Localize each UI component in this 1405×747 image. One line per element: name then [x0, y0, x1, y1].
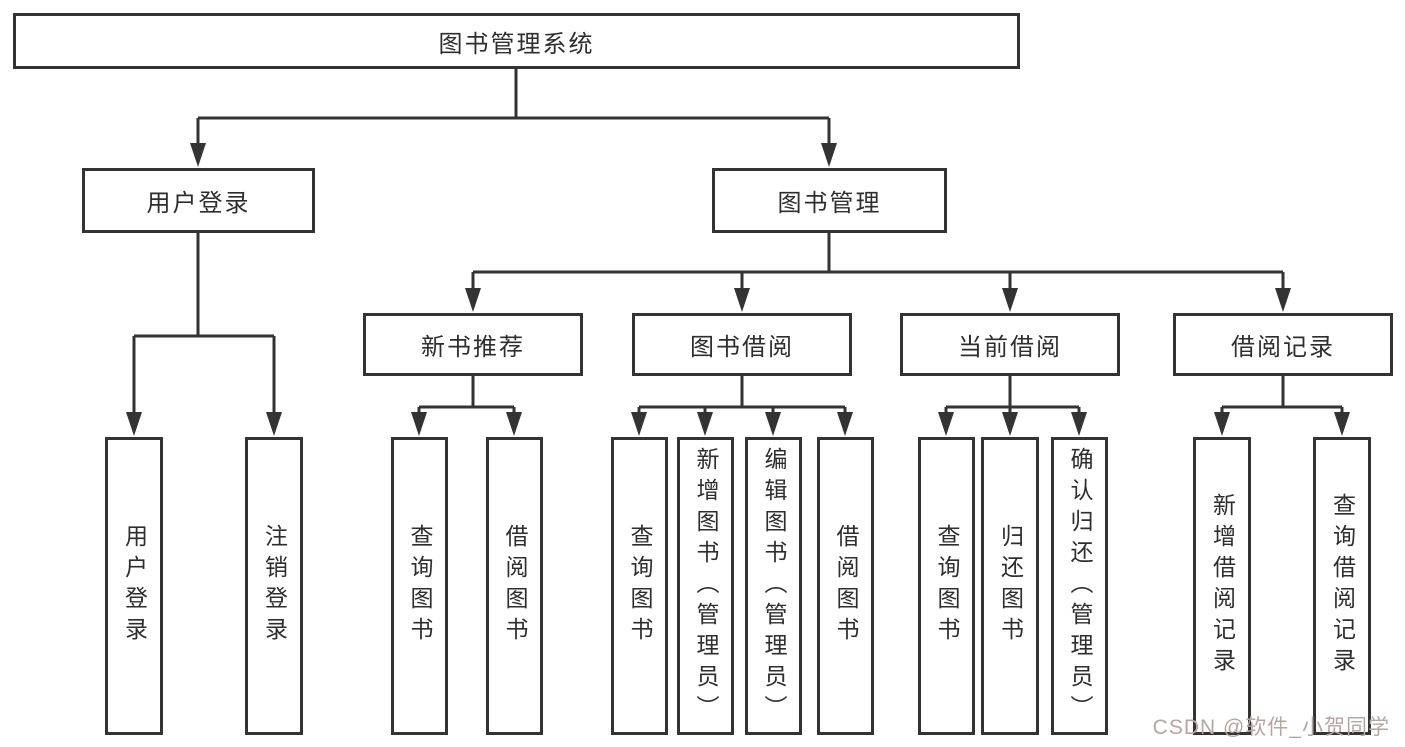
node-label: 图书管理: [777, 190, 882, 217]
node-label: 确认归还（管理员）: [1067, 446, 1093, 726]
node-label: 编辑图书（管理员）: [761, 446, 787, 726]
node-label: 查询图书: [407, 524, 433, 648]
node-leaf-borrow-books-recommend: 借阅图书: [486, 437, 543, 735]
node-label: 当前借阅: [958, 334, 1062, 361]
node-leaf-edit-book-admin: 编辑图书（管理员）: [745, 437, 802, 735]
node-label: 查询图书: [934, 524, 960, 648]
arrowheads: [126, 143, 1350, 436]
node-leaf-return-book: 归还图书: [981, 437, 1039, 735]
node-user-login: 用户登录: [82, 168, 315, 233]
node-label: 查询图书: [627, 524, 653, 648]
csdn-watermark: CSDN @软件_小贺同学: [1152, 716, 1390, 739]
node-label: 新增图书（管理员）: [693, 446, 719, 726]
node-label: 注销登录: [261, 524, 288, 648]
node-leaf-query-books-recommend: 查询图书: [391, 437, 448, 735]
node-label: 用户登录: [121, 524, 148, 648]
node-leaf-borrow-books-borrowing: 借阅图书: [817, 437, 874, 735]
node-label: 图书借阅: [690, 334, 794, 361]
node-current-borrowing: 当前借阅: [900, 313, 1120, 376]
node-leaf-add-borrow-record: 新增借阅记录: [1193, 437, 1251, 735]
node-book-management: 图书管理: [712, 168, 947, 233]
node-leaf-add-book-admin: 新增图书（管理员）: [677, 437, 734, 735]
node-label: 新书推荐: [421, 334, 525, 361]
node-label: 借阅图书: [502, 524, 528, 648]
node-leaf-query-books-current: 查询图书: [918, 437, 975, 735]
node-label: 用户登录: [146, 190, 251, 217]
node-new-book-recommendation: 新书推荐: [363, 313, 583, 376]
node-leaf-confirm-return-admin: 确认归还（管理员）: [1051, 437, 1108, 735]
node-label: 借阅记录: [1231, 334, 1335, 361]
node-label: 新增借阅记录: [1209, 493, 1236, 679]
node-label: 查询借阅记录: [1329, 493, 1356, 679]
node-borrowing-records: 借阅记录: [1173, 313, 1393, 376]
node-label: 归还图书: [997, 524, 1024, 648]
node-label: 借阅图书: [833, 524, 859, 648]
node-label: 图书管理系统: [438, 30, 595, 58]
node-book-borrowing: 图书借阅: [632, 313, 852, 376]
node-library-management-system: 图书管理系统: [13, 13, 1020, 69]
node-leaf-user-login: 用户登录: [105, 437, 163, 735]
connector-paths: [132, 69, 1344, 414]
node-leaf-logout: 注销登录: [245, 437, 303, 735]
node-leaf-query-borrow-record: 查询借阅记录: [1313, 437, 1371, 735]
node-leaf-query-books-borrowing: 查询图书: [611, 437, 668, 735]
